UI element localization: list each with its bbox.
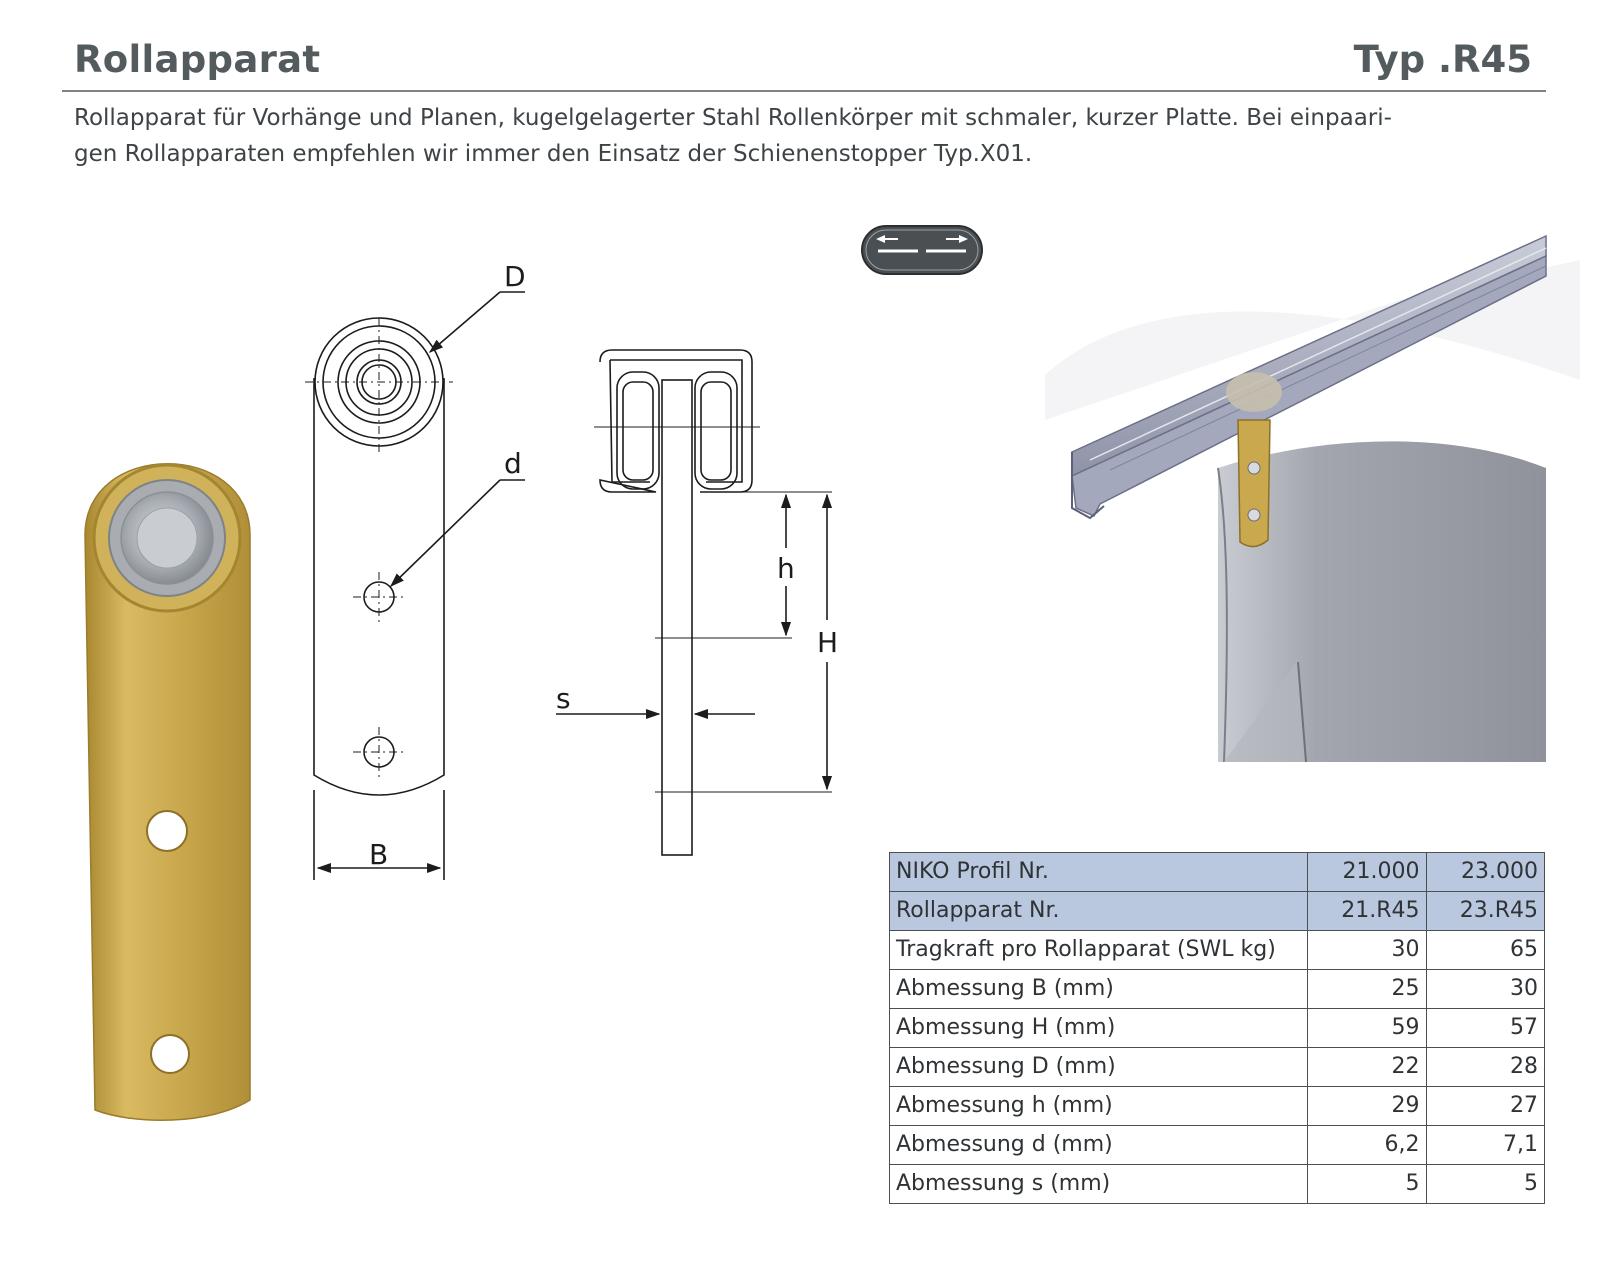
label-D: D [504, 260, 526, 293]
value-23: 5 [1425, 1164, 1546, 1204]
value-23: 27 [1425, 1086, 1546, 1126]
row-label: NIKO Profil Nr. [888, 852, 1309, 892]
value-21: 21.R45 [1307, 891, 1427, 931]
product-description: Rollapparat für Vorhänge und Planen, kug… [74, 100, 1544, 172]
value-21: 5 [1307, 1164, 1427, 1204]
value-23: 28 [1425, 1047, 1546, 1087]
value-23: 23.000 [1425, 852, 1546, 892]
row-label: Abmessung H (mm) [888, 1008, 1309, 1048]
row-label: Abmessung s (mm) [888, 1164, 1309, 1204]
label-B: B [369, 838, 388, 871]
type-code: Typ .R45 [1353, 38, 1532, 81]
value-21: 22 [1307, 1047, 1427, 1087]
label-s: s [556, 682, 571, 715]
label-h: h [777, 552, 795, 585]
installation-render [1045, 234, 1580, 763]
value-21: 21.000 [1307, 852, 1427, 892]
value-23: 57 [1425, 1008, 1546, 1048]
row-label: Abmessung d (mm) [888, 1125, 1309, 1165]
value-21: 25 [1307, 969, 1427, 1009]
front-view-drawing [305, 291, 525, 880]
description-line-2: gen Rollapparaten empfehlen wir immer de… [74, 141, 1033, 167]
description-line-1: Rollapparat für Vorhänge und Planen, kug… [74, 105, 1392, 131]
side-view-drawing [556, 349, 833, 856]
value-23: 7,1 [1425, 1125, 1546, 1165]
row-label: Abmessung D (mm) [888, 1047, 1309, 1087]
value-23: 30 [1425, 969, 1546, 1009]
row-label: Rollapparat Nr. [888, 891, 1309, 931]
value-21: 59 [1307, 1008, 1427, 1048]
value-21: 30 [1307, 930, 1427, 970]
label-H: H [817, 626, 838, 659]
value-21: 6,2 [1307, 1125, 1427, 1165]
bidirectional-arrows-icon [861, 225, 983, 275]
value-23: 23.R45 [1425, 891, 1546, 931]
value-21: 29 [1307, 1086, 1427, 1126]
page-title: Rollapparat [74, 38, 321, 81]
row-label: Abmessung h (mm) [888, 1086, 1309, 1126]
row-label: Tragkraft pro Rollapparat (SWL kg) [888, 930, 1309, 970]
row-label: Abmessung B (mm) [888, 969, 1309, 1009]
label-d: d [504, 447, 522, 480]
value-23: 65 [1425, 930, 1546, 970]
header-rule [62, 90, 1546, 92]
brass-roller-photo [84, 463, 251, 1121]
